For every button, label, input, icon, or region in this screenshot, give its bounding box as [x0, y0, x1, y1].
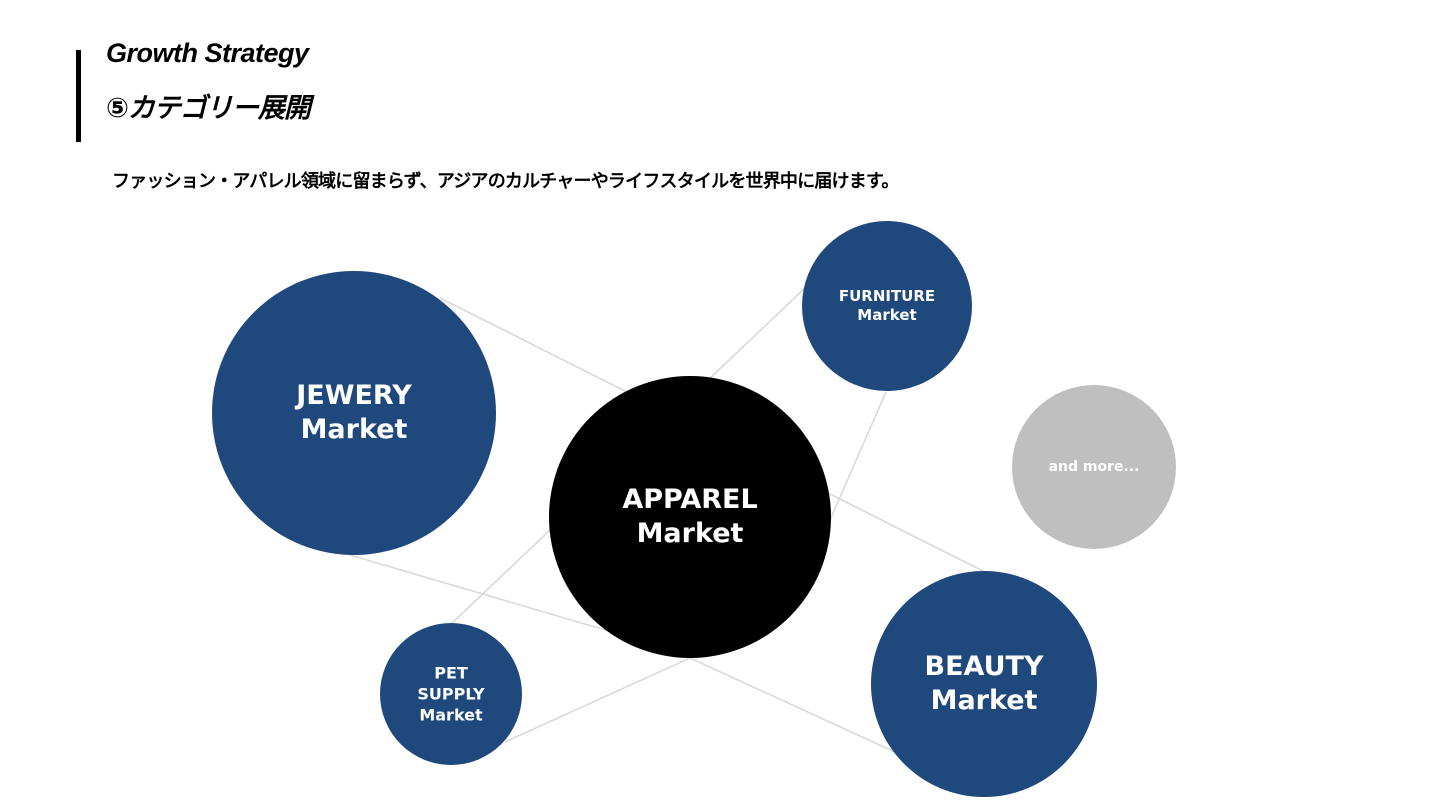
furniture-market-label-line1: FURNITURE — [838, 287, 936, 305]
beauty-market-label-line1: BEAUTY — [924, 651, 1044, 682]
pet-supply-market-circle — [380, 623, 522, 765]
apparel-market-circle — [549, 376, 831, 658]
and-more-label: and more... — [1049, 458, 1140, 476]
pet-supply-market-label: PET SUPPLY Market — [417, 663, 484, 726]
apparel-market-label-line1: APPAREL — [622, 484, 758, 515]
page-description: ファッション・アパレル領域に留まらず、アジアのカルチャーやライフスタイルを世界中… — [112, 171, 899, 191]
connector-jewery-pet — [349, 554, 613, 633]
jewery-market-label: JEWERY Market — [296, 379, 412, 447]
connector-apparel-beauty — [689, 657, 896, 753]
furniture-market-circle — [802, 221, 972, 391]
furniture-market-label-line2: Market — [857, 306, 917, 324]
jewery-market-label-line1: JEWERY — [296, 380, 412, 411]
title-accent-bar — [76, 50, 81, 142]
pet-supply-market-label-line1: PET — [434, 663, 468, 683]
section-title: Growth Strategy — [106, 38, 309, 68]
apparel-market-label-line2: Market — [636, 518, 744, 549]
and-more-circle — [1012, 385, 1176, 549]
jewery-market-circle — [212, 271, 496, 555]
jewery-market-label-line2: Market — [300, 414, 408, 445]
connector-furniture-apparel — [829, 391, 887, 521]
pet-supply-market-label-line2: SUPPLY — [417, 684, 485, 704]
connector-pet-apparel — [504, 657, 691, 743]
and-more-label-text: and more... — [1048, 459, 1140, 475]
page-title: ⑤カテゴリー展開 — [106, 93, 311, 123]
beauty-market-label: BEAUTY Market — [925, 650, 1044, 718]
furniture-market-label: FURNITURE Market — [839, 287, 935, 325]
beauty-market-label-line2: Market — [930, 685, 1038, 716]
apparel-market-label: APPAREL Market — [622, 483, 757, 551]
beauty-market-circle — [871, 571, 1097, 797]
pet-supply-market-label-line3: Market — [419, 705, 483, 725]
